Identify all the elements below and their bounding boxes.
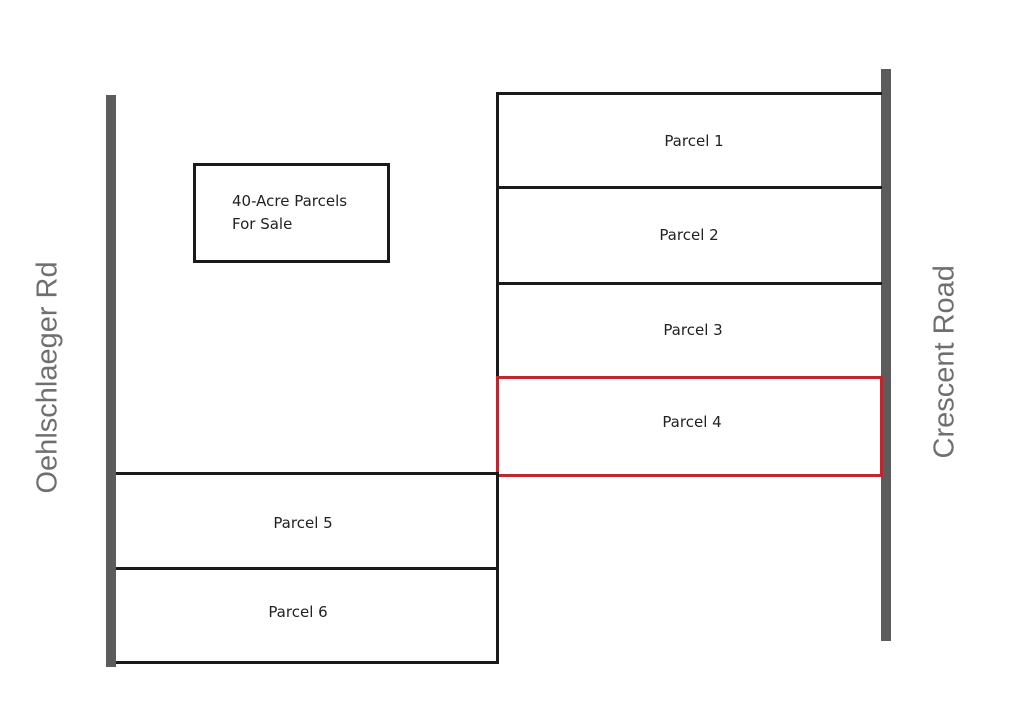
sign-line-1: 40-Acre Parcels <box>232 192 348 210</box>
sign-line-2: For Sale <box>232 215 293 233</box>
parcel-1-top-boundary <box>496 92 882 95</box>
parcel-2-label[interactable]: Parcel 2 <box>659 226 719 244</box>
for-sale-sign: 40-Acre Parcels For Sale <box>193 163 390 263</box>
parcel-5-label[interactable]: Parcel 5 <box>273 514 333 532</box>
parcel-4-label[interactable]: Parcel 4 <box>662 413 722 431</box>
oehlschlaeger-road <box>106 95 116 667</box>
parcels-5-6-east-boundary <box>496 472 499 664</box>
parcels-1-3-west-boundary <box>496 92 499 378</box>
parcel-5-top-boundary <box>116 472 499 475</box>
parcel-4-highlight[interactable] <box>496 376 883 477</box>
parcel-2-3-boundary <box>496 282 882 285</box>
parcel-3-label[interactable]: Parcel 3 <box>663 321 723 339</box>
parcel-6-label[interactable]: Parcel 6 <box>268 603 328 621</box>
left-road-label: Oehlschlaeger Rd <box>31 261 64 494</box>
right-road-label: Crescent Road <box>928 265 961 459</box>
parcel-6-bottom-boundary <box>116 661 499 664</box>
parcel-1-label[interactable]: Parcel 1 <box>664 132 724 150</box>
parcel-1-2-boundary <box>496 186 882 189</box>
parcel-5-6-boundary <box>116 567 499 570</box>
crescent-road <box>881 69 891 641</box>
